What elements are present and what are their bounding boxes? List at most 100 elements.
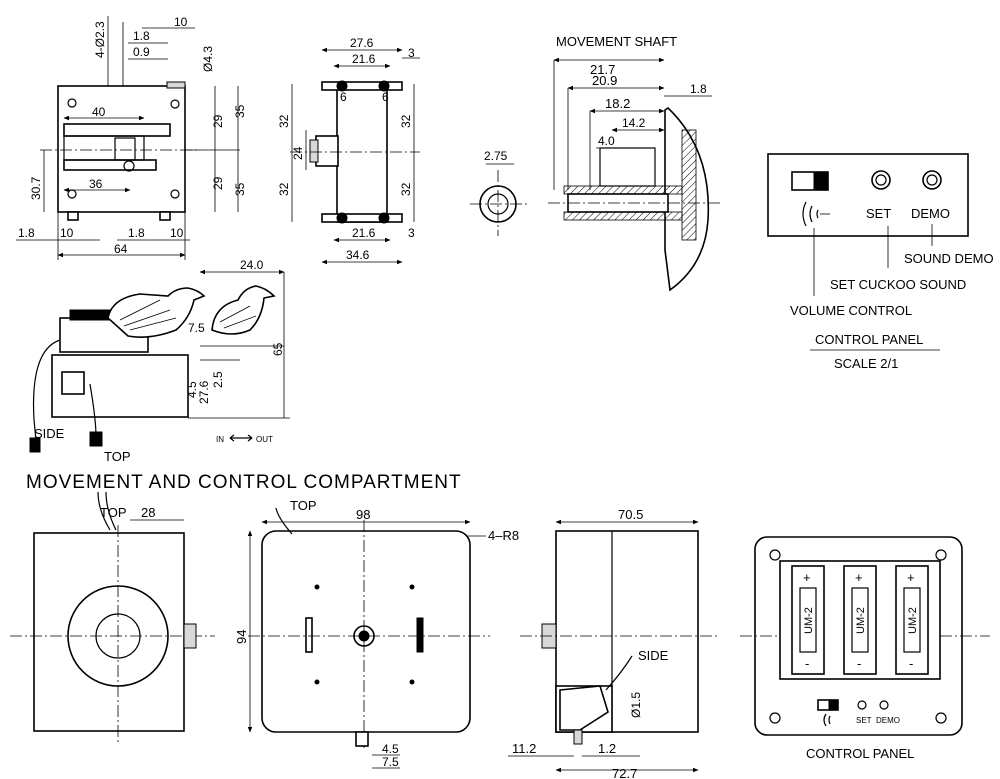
cell-slot xyxy=(791,565,825,675)
dim-label: 4.0 xyxy=(598,134,615,148)
screw-hole xyxy=(67,98,77,108)
dim-label: 14.2 xyxy=(622,116,646,130)
dim-label: 3 xyxy=(408,46,415,60)
set-button xyxy=(871,170,891,190)
dim-label: 3 xyxy=(408,226,415,240)
top-label: TOP xyxy=(290,498,317,513)
dim-label: 30.7 xyxy=(29,176,43,200)
screw-hole xyxy=(170,189,180,199)
battery-cell: + - UM-2 xyxy=(791,565,825,675)
top-pin xyxy=(166,81,186,89)
compartment-front-view: TOP 98 94 4–R8 4.5 7.5 xyxy=(234,498,519,769)
cell-slot xyxy=(895,565,929,675)
cell-label: UM-2 xyxy=(803,607,815,634)
demo-button xyxy=(922,170,942,190)
set-label: SET xyxy=(856,716,872,725)
demo-label: DEMO xyxy=(911,206,950,221)
dim-label: 10 xyxy=(174,15,188,29)
dim-label: 21.7 xyxy=(590,62,615,77)
dim-label: 35 xyxy=(233,182,247,196)
battery-cell: + - UM-2 xyxy=(895,565,929,675)
cell-slot xyxy=(843,565,877,675)
dim-label: 2.75 xyxy=(484,149,508,163)
movement-plate xyxy=(57,85,186,213)
dim-label: 10 xyxy=(170,226,184,240)
dim-label: 65 xyxy=(271,342,285,356)
dim-label: 32 xyxy=(277,114,291,128)
dim-label: 1.8 xyxy=(690,82,707,96)
panel-outline xyxy=(767,153,969,237)
dim-label: 28 xyxy=(141,505,155,520)
shaft-title: MOVEMENT SHAFT xyxy=(556,34,677,49)
dim-label: 7.5 xyxy=(188,321,205,335)
dim-label: Ø4.3 xyxy=(201,46,215,72)
cell-plus: + xyxy=(803,570,811,585)
dim-label: 29 xyxy=(211,176,225,190)
movement-front-view: 4-Ø2.3 10 1.8 0.9 Ø4.3 40 36 30.7 29 35 … xyxy=(16,15,247,260)
bird-left xyxy=(107,287,206,338)
dim-label: 27.6 xyxy=(197,380,211,404)
demo-label: DEMO xyxy=(876,716,900,725)
dim-label: 18.2 xyxy=(605,96,630,111)
cell-plus: + xyxy=(907,570,915,585)
dim-overall-width: 64 xyxy=(114,242,128,256)
out-label: OUT xyxy=(256,435,273,444)
dim-label: 72.7 xyxy=(612,766,637,779)
dim-label: 34.6 xyxy=(346,248,370,262)
cell-body xyxy=(799,587,817,653)
dim-label: 11.2 xyxy=(512,741,536,756)
cell-minus: - xyxy=(909,656,913,671)
shaft-end-view: 2.75 xyxy=(470,149,528,236)
callout-set-sound: SET CUCKOO SOUND xyxy=(830,277,966,292)
control-panel-detail: SET DEMO SOUND DEMO SET CUCKOO SOUND VOL… xyxy=(767,153,994,371)
dim-label: 27.6 xyxy=(350,36,374,50)
dim-label: 6 xyxy=(340,90,347,104)
cell-label: UM-2 xyxy=(855,607,867,634)
dim-label: 10 xyxy=(60,226,74,240)
dim-label: 2.5 xyxy=(211,371,225,388)
dim-label: 4.5 xyxy=(185,381,199,398)
cell-minus: - xyxy=(805,656,809,671)
battery-cell: + - UM-2 xyxy=(843,565,877,675)
dim-hole-diameter: 4-Ø2.3 xyxy=(93,21,107,58)
dim-label: 21.6 xyxy=(352,52,376,66)
dim-label: 32 xyxy=(399,114,413,128)
cell-plus: + xyxy=(855,570,863,585)
movement-side-view: 27.6 21.6 3 6 6 32 24 32 32 32 21.6 3 34… xyxy=(277,36,420,265)
gear-bar-bottom xyxy=(63,159,157,171)
in-label: IN xyxy=(216,435,224,444)
compartment-side-view: 70.5 SIDE Ø1.5 11.2 1.2 72.7 xyxy=(508,507,720,779)
drawing-title: MOVEMENT AND CONTROL COMPARTMENT xyxy=(26,472,462,493)
side-label: SIDE xyxy=(638,648,669,663)
dim-label: 6 xyxy=(382,90,389,104)
top-label: TOP xyxy=(100,505,127,520)
dim-label: 1.8 xyxy=(133,29,150,43)
side-body xyxy=(336,83,388,223)
panel-caption: CONTROL PANEL xyxy=(815,332,923,347)
dim-label: 32 xyxy=(399,182,413,196)
dim-width: 70.5 xyxy=(618,507,643,522)
dim-label: Ø1.5 xyxy=(629,692,643,718)
dim-label: 29 xyxy=(211,114,225,128)
dim-label: 21.6 xyxy=(352,226,376,240)
dim-label: 0.9 xyxy=(133,45,150,59)
screw-hole xyxy=(170,99,180,109)
cell-body xyxy=(851,587,869,653)
dim-label: 32 xyxy=(277,182,291,196)
compartment-left-view: TOP 28 xyxy=(10,491,215,745)
dim-label: 35 xyxy=(233,104,247,118)
dim-label: 24 xyxy=(291,146,305,160)
dim-label: 40 xyxy=(92,105,106,119)
side-label: SIDE xyxy=(34,426,65,441)
callout-volume: VOLUME CONTROL xyxy=(790,303,912,318)
cell-label: UM-2 xyxy=(907,607,919,634)
cell-minus: - xyxy=(857,656,861,671)
dim-radius: 4–R8 xyxy=(488,528,519,543)
panel-scale: SCALE 2/1 xyxy=(834,356,898,371)
gear-bar-top xyxy=(63,123,171,137)
dim-label: 20.9 xyxy=(592,73,617,88)
dim-label: 1.8 xyxy=(18,226,35,240)
dim-label: 1.8 xyxy=(128,226,145,240)
battery-panel-controls: SET DEMO CONTROL PANEL xyxy=(806,699,914,761)
